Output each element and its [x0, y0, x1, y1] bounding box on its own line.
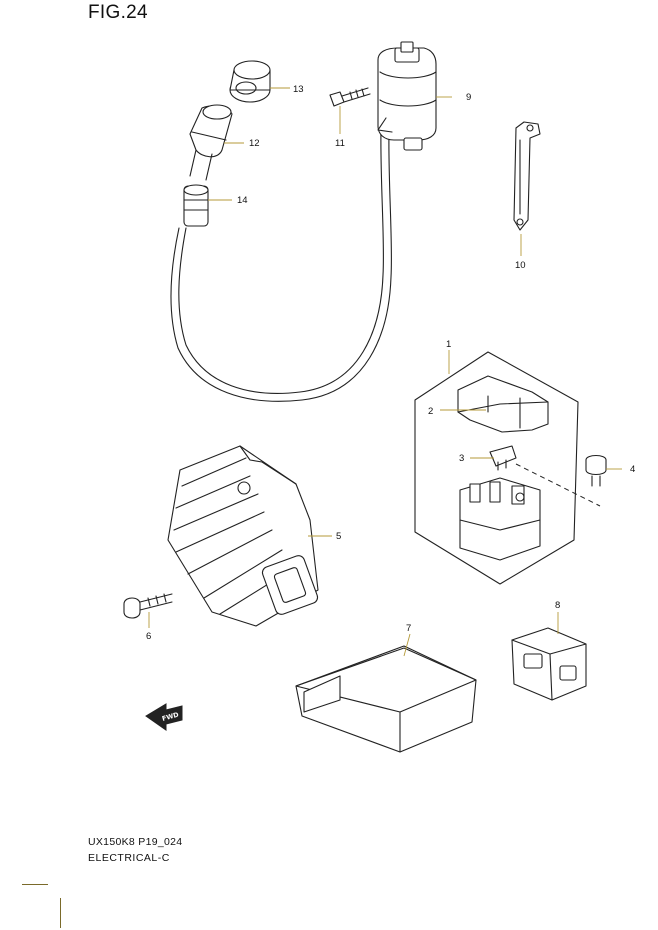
fwd-direction-arrow: FWD — [145, 703, 183, 731]
starter-relay-group — [414, 351, 601, 585]
callout-numbers: 1 2 3 4 5 6 7 8 9 11 13 12 14 10 — [146, 84, 635, 642]
callout-11: 11 — [335, 138, 345, 149]
callout-12: 12 — [249, 138, 260, 149]
cable-seal-14 — [183, 184, 209, 227]
callout-leaders — [148, 87, 622, 657]
callout-8: 8 — [555, 600, 560, 611]
ignition-coil-assembly — [170, 41, 437, 402]
callout-7: 7 — [406, 623, 411, 634]
callout-14: 14 — [237, 195, 248, 206]
callout-9: 9 — [466, 92, 471, 103]
drawing-code: UX150K8 P19_024 — [88, 836, 183, 848]
regulator-rectifier-5 — [167, 445, 319, 627]
callout-3: 3 — [459, 453, 464, 464]
plug-cap-cover-13 — [229, 60, 271, 103]
bolt-11 — [329, 87, 371, 107]
callout-4: 4 — [630, 464, 635, 475]
callout-2: 2 — [428, 406, 433, 417]
callout-13: 13 — [293, 84, 304, 95]
callout-10: 10 — [515, 260, 526, 271]
bottom-horizontal-rule — [22, 884, 48, 885]
bolt-6 — [123, 593, 173, 619]
bottom-vertical-rule — [60, 898, 61, 928]
band-10 — [513, 121, 541, 231]
callout-6: 6 — [146, 631, 151, 642]
plug-cap-12 — [189, 104, 233, 181]
figure-title: FIG.24 — [88, 2, 148, 23]
section-name: ELECTRICAL-C — [88, 852, 170, 864]
callout-1: 1 — [446, 339, 451, 350]
relay-8 — [511, 627, 587, 701]
callout-5: 5 — [336, 531, 341, 542]
ecm-unit-7 — [295, 645, 477, 753]
bolt-4 — [585, 454, 607, 487]
